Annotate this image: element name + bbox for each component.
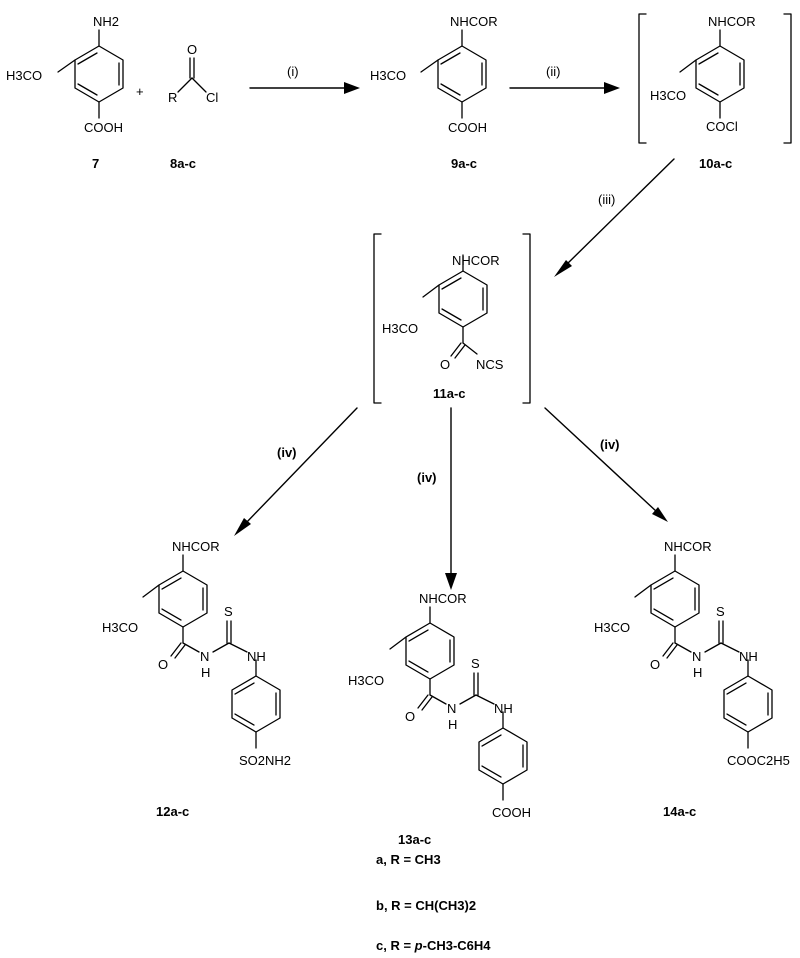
acylamino-group: NHCOR bbox=[452, 253, 500, 268]
compound-11: NHCOR H3CO O NCS 11a-c bbox=[373, 233, 531, 404]
amide-nitrogen: N bbox=[447, 701, 456, 716]
acid-chloride-group: COCl bbox=[706, 119, 738, 134]
r-group-legend: a, R = CH3 b, R = CH(CH3)2 c, R = p-CH3-… bbox=[376, 852, 491, 953]
step-label-iii: (iii) bbox=[598, 192, 615, 207]
arrow-step-ii: (ii) bbox=[509, 64, 620, 94]
step-label-iv-middle: (iv) bbox=[417, 470, 437, 485]
isothiocyanate-group: NCS bbox=[476, 357, 504, 372]
compound-label-12: 12a-c bbox=[156, 804, 189, 819]
plus-sign: + bbox=[136, 84, 144, 99]
methoxy-group: H3CO bbox=[102, 620, 138, 635]
sulfonamide-group: SO2NH2 bbox=[239, 753, 291, 768]
compound-label-7: 7 bbox=[92, 156, 99, 171]
legend-entry-b: b, R = CH(CH3)2 bbox=[376, 898, 476, 913]
step-label-iv-left: (iv) bbox=[277, 445, 297, 460]
thiocarbonyl-sulfur: S bbox=[471, 656, 480, 671]
compound-label-11: 11a-c bbox=[433, 386, 466, 401]
legend-entry-c: c, R = p-CH3-C6H4 bbox=[376, 938, 491, 953]
arrow-step-iv-left: (iv) bbox=[234, 407, 358, 536]
compound-7: NH2 H3CO COOH 7 bbox=[6, 14, 124, 171]
thiourea-nh: NH bbox=[247, 649, 266, 664]
acylamino-group: NHCOR bbox=[419, 591, 467, 606]
step-label-i: (i) bbox=[287, 64, 299, 79]
arrow-step-iv-right: (iv) bbox=[544, 407, 668, 522]
thiocarbonyl-sulfur: S bbox=[224, 604, 233, 619]
step-label-iv-right: (iv) bbox=[600, 437, 620, 452]
carbonyl-oxygen: O bbox=[650, 657, 660, 672]
thiourea-nh: NH bbox=[739, 649, 758, 664]
carbonyl-oxygen: O bbox=[440, 357, 450, 372]
arrow-step-i: (i) bbox=[249, 64, 360, 94]
compound-label-14: 14a-c bbox=[663, 804, 696, 819]
methoxy-group: H3CO bbox=[650, 88, 686, 103]
amino-group: NH2 bbox=[93, 14, 119, 29]
amide-hydrogen: H bbox=[693, 665, 702, 680]
acyl-r-group: R bbox=[168, 90, 177, 105]
compound-9: NHCOR H3CO COOH 9a-c bbox=[370, 14, 498, 171]
methoxy-group: H3CO bbox=[370, 68, 406, 83]
compound-label-10: 10a-c bbox=[699, 156, 732, 171]
thiocarbonyl-sulfur: S bbox=[716, 604, 725, 619]
arrow-step-iv-middle: (iv) bbox=[417, 407, 457, 590]
amide-hydrogen: H bbox=[448, 717, 457, 732]
step-label-ii: (ii) bbox=[546, 64, 560, 79]
compound-label-9: 9a-c bbox=[451, 156, 477, 171]
ester-group: COOC2H5 bbox=[727, 753, 790, 768]
methoxy-group: H3CO bbox=[348, 673, 384, 688]
amide-nitrogen: N bbox=[200, 649, 209, 664]
methoxy-group: H3CO bbox=[6, 68, 42, 83]
legend-entry-a: a, R = CH3 bbox=[376, 852, 441, 867]
acylamino-group: NHCOR bbox=[664, 539, 712, 554]
compound-14: NHCOR H3CO O S N H NH COOC2H5 14a-c bbox=[594, 539, 790, 819]
acyl-oxygen: O bbox=[187, 42, 197, 57]
arrow-step-iii: (iii) bbox=[554, 158, 675, 277]
compound-13: NHCOR H3CO O S N H NH COOH 13a-c bbox=[348, 591, 531, 847]
acylamino-group: NHCOR bbox=[450, 14, 498, 29]
amide-hydrogen: H bbox=[201, 665, 210, 680]
carboxyl-group: COOH bbox=[84, 120, 123, 135]
compound-12: NHCOR H3CO O S N H NH SO2NH2 12a-c bbox=[102, 539, 291, 819]
carboxyl-group: COOH bbox=[448, 120, 487, 135]
methoxy-group: H3CO bbox=[382, 321, 418, 336]
methoxy-group: H3CO bbox=[594, 620, 630, 635]
amide-nitrogen: N bbox=[692, 649, 701, 664]
carboxyl-group: COOH bbox=[492, 805, 531, 820]
carbonyl-oxygen: O bbox=[158, 657, 168, 672]
thiourea-nh: NH bbox=[494, 701, 513, 716]
acyl-chlorine: Cl bbox=[206, 90, 218, 105]
carbonyl-oxygen: O bbox=[405, 709, 415, 724]
compound-10: NHCOR H3CO COCl 10a-c bbox=[638, 13, 792, 171]
compound-label-8: 8a-c bbox=[170, 156, 196, 171]
compound-8: R O Cl 8a-c bbox=[168, 42, 218, 171]
acylamino-group: NHCOR bbox=[172, 539, 220, 554]
acylamino-group: NHCOR bbox=[708, 14, 756, 29]
compound-label-13: 13a-c bbox=[398, 832, 431, 847]
